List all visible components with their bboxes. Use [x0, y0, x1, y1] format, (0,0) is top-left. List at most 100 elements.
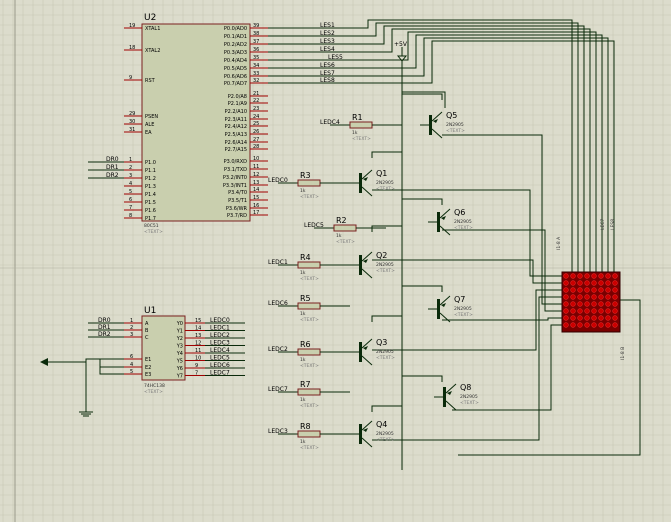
u2-pin-name: P3.0/RXD [224, 159, 248, 165]
led-dot [563, 322, 569, 328]
transistor-ref: Q2 [376, 251, 387, 260]
net-label-dr: DR2 [106, 172, 119, 179]
u2-pin-num: 26 [253, 129, 259, 135]
net-label-ledc: LEDC2 [210, 332, 230, 339]
u2-pin-num: 31 [129, 127, 135, 133]
u2-pin-num: 39 [253, 23, 259, 29]
transistor-part: 2N2905 [446, 122, 464, 128]
u2-pin-name: P2.0/A8 [228, 94, 247, 100]
led-dot [570, 308, 576, 314]
u2-ref: U2 [144, 13, 156, 23]
wires [48, 19, 641, 470]
resistor-value: 1k [300, 357, 306, 363]
led-dot [612, 280, 618, 286]
led-dot [605, 273, 611, 279]
led-dot [598, 315, 604, 321]
led-dot [605, 322, 611, 328]
led-dot [584, 322, 590, 328]
u1-pin-name: B [145, 328, 149, 334]
led-dot [598, 287, 604, 293]
u1-part: 74HC138 [144, 383, 165, 389]
led-dot [577, 315, 583, 321]
ground-symbol[interactable] [79, 398, 93, 417]
u2-pin-num: 11 [253, 164, 259, 170]
u2-pin-num: 8 [129, 213, 132, 219]
u2-part: 80C51 [144, 223, 159, 229]
u2-pin-name: XTAL2 [145, 48, 160, 54]
net-label-ledc: LEDC3 [210, 340, 230, 347]
resistor-net: LEDC2 [268, 346, 288, 353]
net-label-dr: DR0 [98, 317, 111, 324]
u2-text: <TEXT> [144, 229, 163, 235]
resistor-value: 1k [352, 130, 358, 136]
led-dot [563, 287, 569, 293]
u2-pin-name: P1.5 [145, 200, 156, 206]
led-dot [563, 294, 569, 300]
vcc-symbol[interactable]: +5V [394, 41, 408, 62]
led-dot [591, 294, 597, 300]
led-dot [612, 294, 618, 300]
u2-pin-name: P1.0 [145, 160, 156, 166]
led-matrix[interactable]: I1-8 A LEC7 LES8 I1-8 B [556, 219, 626, 360]
net-label-ledc: LEDC1 [210, 325, 230, 332]
u1-pin-num: 14 [195, 326, 201, 332]
resistor-net: LEDC7 [268, 386, 288, 393]
net-label-les: LES6 [320, 62, 335, 69]
transistor-part: 2N2905 [376, 180, 394, 186]
transistor-ref: Q7 [454, 295, 465, 304]
net-label-dr: DR0 [106, 156, 119, 163]
led-dot [584, 301, 590, 307]
led-dot [563, 273, 569, 279]
net-label-les: LES2 [320, 30, 335, 37]
transistor-text: <TEXT> [376, 355, 395, 361]
net-label-dr: DR1 [106, 164, 119, 171]
u2-pin-name: XTAL1 [145, 26, 160, 32]
transistor-text: <TEXT> [460, 400, 479, 406]
resistor-value: 1k [300, 188, 306, 194]
u2-pin-name: P0.5/AD5 [224, 66, 247, 72]
u2-pin-num: 18 [129, 45, 135, 51]
resistor-text: <TEXT> [336, 239, 355, 245]
resistor-net: LEDC5 [304, 222, 324, 229]
transistor-part: 2N2905 [376, 431, 394, 437]
led-dot [570, 273, 576, 279]
net-label-les: LES5 [328, 54, 343, 61]
led-dot [577, 287, 583, 293]
u1-pin-name: E2 [145, 365, 151, 371]
resistor-value: 1k [336, 233, 342, 239]
u2-pin-name: P2.1/A9 [228, 101, 247, 107]
u2-pin-num: 28 [253, 144, 259, 150]
led-dot [591, 301, 597, 307]
resistor-text: <TEXT> [300, 194, 319, 200]
u2-pin-name: P3.4/T0 [228, 190, 247, 196]
transistor-ref: Q6 [454, 208, 465, 217]
matrix-label-lec7: LEC7 [600, 219, 606, 230]
transistor-part: 2N2905 [376, 262, 394, 268]
u2-pin-num: 1 [129, 157, 132, 163]
led-dot [612, 322, 618, 328]
u2-pin-num: 35 [253, 55, 259, 61]
transistor-text: <TEXT> [446, 128, 465, 134]
net-label-dr: DR2 [98, 331, 111, 338]
transistor-text: <TEXT> [376, 186, 395, 192]
